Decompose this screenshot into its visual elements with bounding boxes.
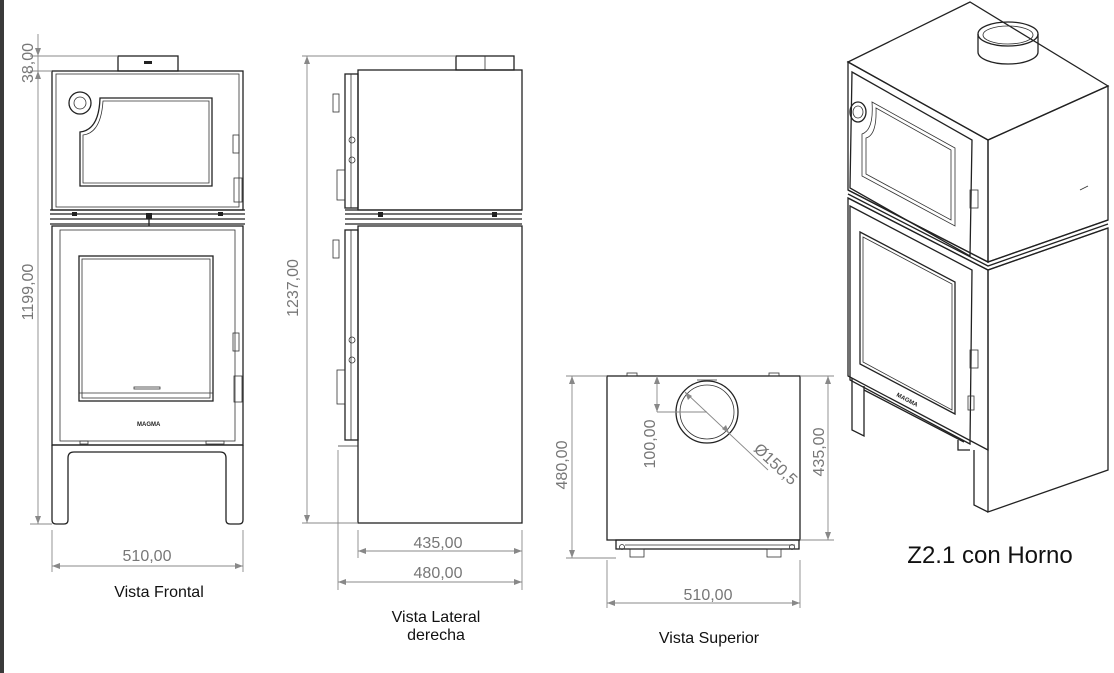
dim-top-flue-offset: 100,00 <box>642 419 659 468</box>
caption-front-view: Vista Frontal <box>114 584 204 601</box>
front-brand-label: MAGMA <box>137 422 161 428</box>
dim-front-width: 510,00 <box>123 548 172 565</box>
frame-border <box>0 0 4 673</box>
caption-top-view: Vista Superior <box>659 630 760 647</box>
dim-side-depth-total: 480,00 <box>414 565 463 582</box>
dim-top-depth-body: 435,00 <box>811 427 828 476</box>
isometric-view: MAGMA <box>846 1 1110 513</box>
top-view: 480,00 100,00 Ø150,5 435,00 510,00 Vista… <box>554 372 834 647</box>
side-view: 1237,00 435,00 480,00 Vista Lateral dere… <box>285 55 523 644</box>
dim-top-width: 510,00 <box>684 587 733 604</box>
caption-side-view-line2: derecha <box>407 627 465 644</box>
dim-front-top-height: 38,00 <box>20 43 37 83</box>
dim-side-height: 1237,00 <box>285 259 302 317</box>
front-view: MAGMA 38,00 1199,00 510,00 Vista Frontal <box>20 34 245 601</box>
caption-side-view-line1: Vista Lateral <box>392 609 481 626</box>
model-title: Z2.1 con Horno <box>907 542 1072 569</box>
dim-top-depth-total: 480,00 <box>554 440 571 489</box>
dim-front-height: 1199,00 <box>20 264 37 321</box>
dim-side-depth-body: 435,00 <box>414 535 463 552</box>
dim-top-flue-diameter: Ø150,5 <box>750 441 800 489</box>
